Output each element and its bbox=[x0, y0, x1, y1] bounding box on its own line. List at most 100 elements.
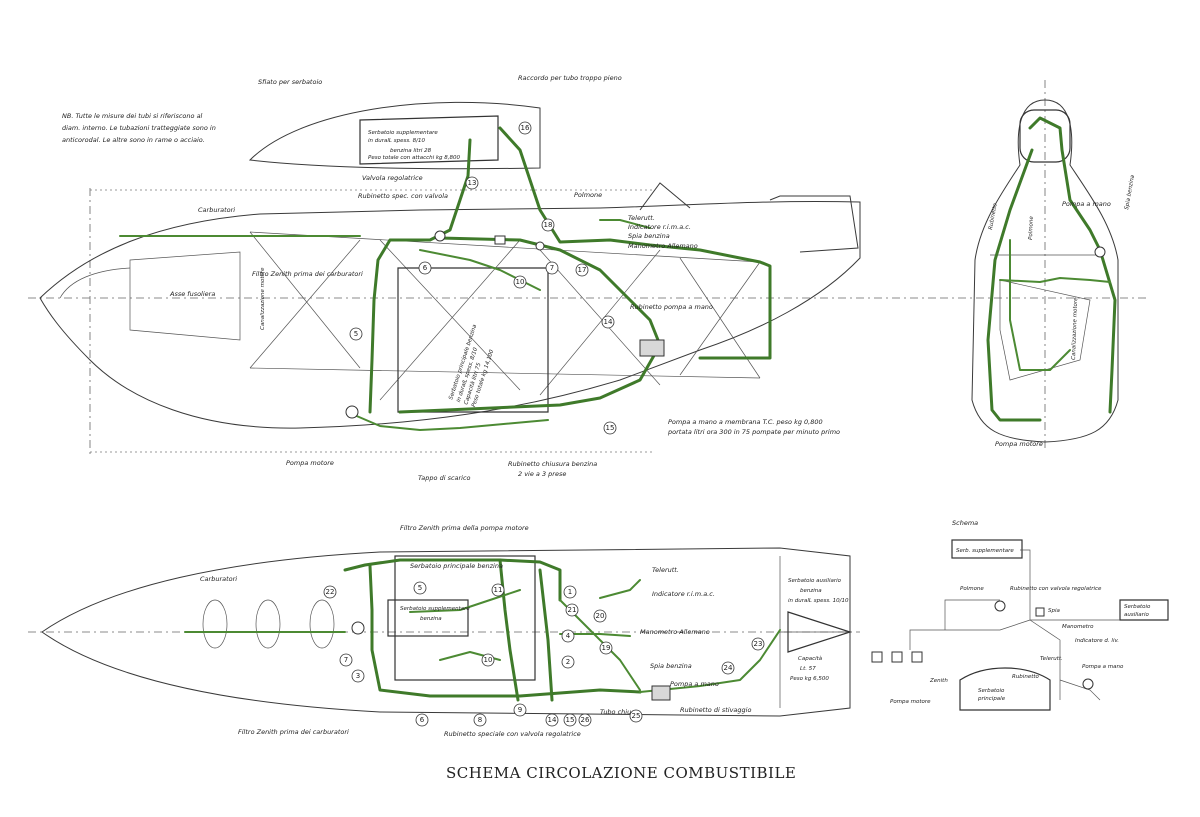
plan-aux-tank-divider bbox=[779, 556, 850, 708]
engine-block-outline bbox=[129, 251, 241, 341]
plan-callout-14-text: 14 bbox=[548, 716, 557, 724]
callout-10: 10 bbox=[513, 275, 527, 289]
plan-callout-3-text: 3 bbox=[356, 672, 360, 680]
fuel-pipe-a bbox=[368, 138, 472, 414]
schema-label-polmone: Polmone bbox=[960, 586, 984, 592]
plan-label-indicatore: Indicatore r.i.m.a.c. bbox=[652, 590, 715, 598]
filter-symbol bbox=[494, 235, 506, 245]
plan-callout-25: 25 bbox=[629, 709, 643, 723]
schema-spia-symbol bbox=[1035, 607, 1045, 617]
plan-callout-24-text: 24 bbox=[724, 664, 733, 672]
label-valvola: Valvola regolatrice bbox=[362, 174, 423, 182]
plan-label-manometro: Manometro Allemano bbox=[640, 628, 710, 636]
side-view: Sfiato per serbatoio Raccordo per tubo t… bbox=[28, 74, 940, 482]
plan-callout-15: 15 bbox=[563, 713, 577, 727]
label-serb-supp-1: Serbatoio supplementare bbox=[368, 130, 438, 136]
front-rubinetto-label-group: Rubinetto bbox=[988, 202, 999, 230]
label-pompa-mano-2: portata litri ora 300 in 75 pompate per … bbox=[667, 428, 840, 436]
plan-callout-1-text: 1 bbox=[568, 588, 572, 596]
label-tappo: Tappo di scarico bbox=[418, 474, 471, 482]
schema-label-serb-princ-1: Serbatoio bbox=[978, 688, 1005, 694]
plan-callout-9-text: 9 bbox=[518, 706, 522, 714]
schema-title: Schema bbox=[952, 519, 978, 527]
polmone-symbol bbox=[535, 241, 545, 251]
plan-callout-14: 14 bbox=[545, 713, 559, 727]
plan-callout-7-text: 7 bbox=[344, 656, 348, 664]
plan-callout-5-text: 5 bbox=[418, 584, 422, 592]
plan-label-rubinetto-stivaggio: Rubinetto di stivaggio bbox=[680, 706, 751, 714]
label-serb-supp-2: in duralL spess. 8/10 bbox=[368, 138, 426, 144]
schema-polmone-symbol bbox=[994, 600, 1006, 612]
plan-callout-1: 1 bbox=[563, 585, 577, 599]
schema-label-serb-aus-2: ausiliario bbox=[1124, 612, 1149, 618]
plan-callout-7: 7 bbox=[339, 653, 353, 667]
schema-label-pompa-mano: Pompa a mano bbox=[1082, 664, 1124, 670]
label-serb-supp-3: benzina litri 28 bbox=[390, 148, 432, 154]
callout-7-text: 7 bbox=[550, 264, 554, 272]
plan-label-carburatori: Carburatori bbox=[200, 575, 237, 583]
plan-callout-8: 8 bbox=[473, 713, 487, 727]
front-label-canalizzazione: Canalizzazione motore bbox=[1071, 297, 1079, 360]
label-carburatori: Carburatori bbox=[198, 206, 235, 214]
schema-zenith-symbol-1 bbox=[871, 651, 883, 663]
plan-callout-19-text: 19 bbox=[602, 644, 611, 652]
plan-label-spia: Spia benzina bbox=[650, 662, 692, 670]
plan-label-capacita-3: Peso kg 6,500 bbox=[790, 676, 829, 682]
callout-6-text: 6 bbox=[423, 264, 428, 272]
front-fuselage-outline bbox=[971, 99, 1119, 443]
callout-7: 7 bbox=[545, 261, 559, 275]
front-fuel-pipe-b bbox=[986, 148, 1042, 422]
plan-label-serb-aus-2: benzina bbox=[800, 588, 822, 594]
schema-supplementary-tank bbox=[951, 539, 1023, 559]
front-canalizzazione-label-group: Canalizzazione motore bbox=[1071, 297, 1079, 360]
plan-filter-symbol bbox=[351, 621, 365, 635]
plan-callout-10: 10 bbox=[481, 653, 495, 667]
front-supplementary-tank bbox=[1019, 109, 1071, 163]
schema-label-indicatore: Indicatore d. liv. bbox=[1075, 638, 1119, 644]
front-fuel-pipe-a bbox=[1028, 116, 1117, 414]
fuel-pipe-e bbox=[351, 413, 549, 431]
schema-label-spia: Spia bbox=[1048, 608, 1061, 614]
schema-label-teleruttori: Telerutt. bbox=[1040, 656, 1063, 662]
callout-15-text: 15 bbox=[606, 424, 615, 432]
plan-callout-15-text: 15 bbox=[566, 716, 575, 724]
plan-callout-21-text: 21 bbox=[568, 606, 577, 614]
callout-5-text: 5 bbox=[354, 330, 358, 338]
schema-hand-pump-symbol bbox=[1082, 678, 1094, 690]
callout-5: 5 bbox=[349, 327, 363, 341]
plan-callout-26-text: 26 bbox=[581, 716, 590, 724]
plan-hand-pump-symbol bbox=[651, 685, 671, 701]
callout-15: 15 bbox=[603, 421, 617, 435]
plan-callout-11: 11 bbox=[491, 583, 505, 597]
note-line-3: anticorodal. Le altre sono in rame o acc… bbox=[62, 136, 205, 144]
label-asse: Asse fusoliera bbox=[169, 290, 215, 298]
plan-label-serb-supp-2: benzina bbox=[420, 616, 442, 622]
plan-callout-6: 6 bbox=[415, 713, 429, 727]
schema-zenith-symbol-3 bbox=[911, 651, 923, 663]
schema-label-serb-supp: Serb. supplementare bbox=[956, 548, 1014, 554]
plan-pipe-e bbox=[409, 589, 521, 613]
plan-pipe-j bbox=[599, 579, 641, 599]
callout-6: 6 bbox=[418, 261, 432, 275]
plan-callout-26: 26 bbox=[578, 713, 592, 727]
plan-carburettor-2 bbox=[255, 599, 281, 649]
truss-structure bbox=[249, 231, 761, 401]
plan-label-serb-princ: Serbatoio principale benzina bbox=[410, 562, 503, 570]
drawing-title: SCHEMA CIRCOLAZIONE COMBUSTIBILE bbox=[446, 764, 796, 782]
callout-18-text: 18 bbox=[544, 221, 553, 229]
front-label-rubinetto: Rubinetto bbox=[988, 202, 999, 230]
tail-fin-outline bbox=[639, 182, 691, 211]
plan-aux-tank-nose bbox=[787, 611, 852, 653]
label-pompa-motore: Pompa motore bbox=[286, 459, 334, 467]
plan-carburettor-3 bbox=[309, 599, 335, 649]
fuel-pipe-d bbox=[419, 249, 541, 291]
callout-14-text: 14 bbox=[604, 318, 613, 326]
fuel-pipe-f bbox=[599, 219, 651, 229]
callout-13: 13 bbox=[465, 176, 479, 190]
plan-label-serb-supp-1: Serbatoio supplementare bbox=[400, 606, 470, 612]
callout-17: 17 bbox=[575, 263, 589, 277]
main-tank-label-group: Serbatoio principale benzina in duralL s… bbox=[448, 323, 495, 408]
plan-label-serb-aus-1: Serbatoio ausiliario bbox=[788, 578, 842, 584]
fuel-pipe-b bbox=[498, 126, 772, 360]
schema-label-manometro: Manometro bbox=[1062, 624, 1094, 630]
